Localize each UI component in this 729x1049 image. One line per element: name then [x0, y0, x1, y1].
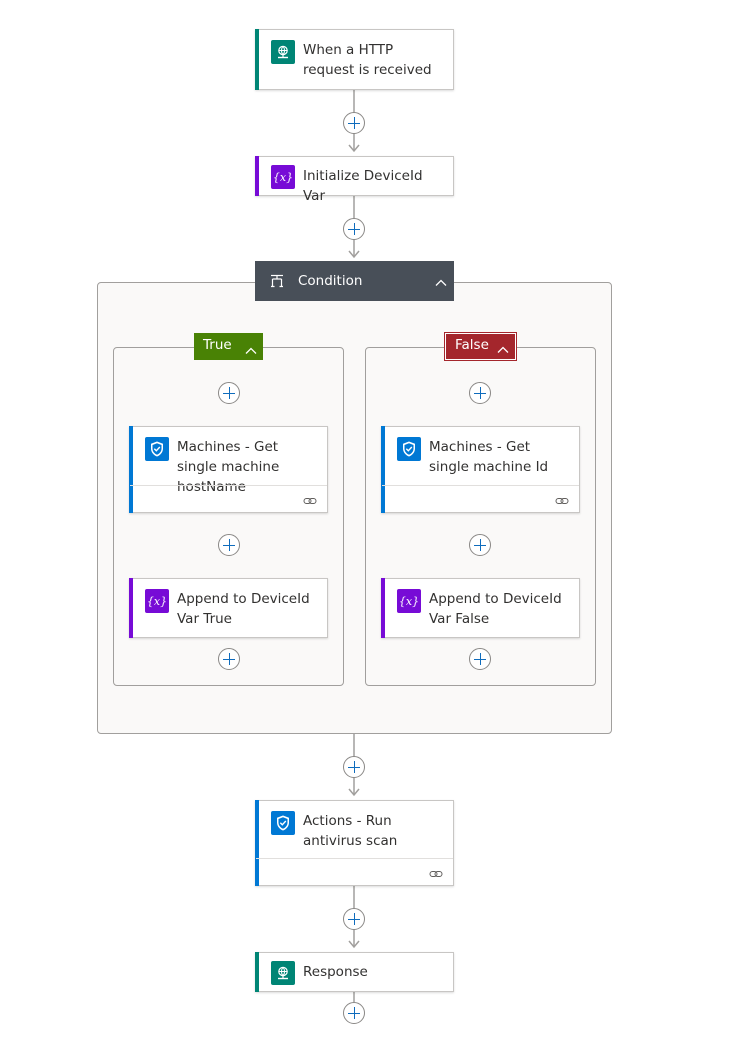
insert-step-button[interactable] [218, 648, 240, 670]
condition-title: Condition [298, 273, 363, 289]
card-accent-bar [255, 952, 259, 992]
branch-label: False [455, 337, 489, 353]
defender-shield-icon [397, 437, 421, 461]
chevron-up-icon[interactable] [496, 340, 510, 363]
http-request-icon [271, 961, 295, 985]
card-accent-bar [255, 156, 259, 196]
insert-step-button[interactable] [218, 382, 240, 404]
condition-icon [269, 273, 285, 293]
card-title: Response [303, 964, 368, 980]
insert-step-button[interactable] [469, 382, 491, 404]
card-title: Machines - Get single machine hostName [177, 439, 280, 495]
action-card-append-true[interactable]: {x} Append to DeviceId Var True [129, 578, 328, 638]
true-branch-tag[interactable]: True [194, 333, 263, 360]
card-title: Machines - Get single machine Id [429, 439, 549, 475]
defender-shield-icon [145, 437, 169, 461]
http-request-icon [271, 40, 295, 64]
chevron-up-icon[interactable] [434, 273, 448, 292]
defender-shield-icon [271, 811, 295, 835]
insert-step-button[interactable] [343, 1002, 365, 1024]
insert-step-button[interactable] [343, 756, 365, 778]
card-accent-bar [129, 426, 133, 513]
action-card-initialize-variable[interactable]: {x} Initialize DeviceId Var [255, 156, 454, 204]
insert-step-button[interactable] [218, 534, 240, 556]
card-title: Actions - Run antivirus scan [303, 813, 398, 849]
card-accent-bar [381, 578, 385, 638]
variable-icon: {x} [271, 165, 295, 189]
insert-step-button[interactable] [343, 908, 365, 930]
insert-step-button[interactable] [343, 112, 365, 134]
trigger-card-http-request[interactable]: When a HTTP request is received [255, 29, 454, 90]
branch-label: True [203, 337, 232, 353]
false-branch-tag[interactable]: False [444, 332, 517, 363]
insert-step-button[interactable] [343, 218, 365, 240]
card-accent-bar [129, 578, 133, 638]
card-title: When a HTTP request is received [303, 42, 432, 78]
card-accent-bar [255, 800, 259, 886]
action-card-response[interactable]: Response [255, 952, 454, 992]
card-footer [130, 485, 327, 512]
card-footer [382, 485, 579, 512]
connection-link-icon[interactable] [429, 865, 443, 877]
connection-link-icon[interactable] [555, 492, 569, 504]
variable-icon: {x} [397, 589, 421, 613]
variable-icon: {x} [145, 589, 169, 613]
insert-step-button[interactable] [469, 648, 491, 670]
card-footer [256, 858, 453, 885]
card-title: Append to DeviceId Var True [177, 591, 310, 627]
card-title: Initialize DeviceId Var [303, 168, 423, 204]
action-card-get-machine-hostname[interactable]: Machines - Get single machine hostName [129, 426, 328, 513]
condition-header[interactable]: Condition [255, 261, 454, 301]
connection-link-icon[interactable] [303, 492, 317, 504]
card-title: Append to DeviceId Var False [429, 591, 562, 627]
chevron-up-icon[interactable] [244, 340, 258, 365]
card-accent-bar [255, 29, 259, 90]
card-accent-bar [381, 426, 385, 513]
action-card-run-antivirus-scan[interactable]: Actions - Run antivirus scan [255, 800, 454, 886]
action-card-append-false[interactable]: {x} Append to DeviceId Var False [381, 578, 580, 638]
insert-step-button[interactable] [469, 534, 491, 556]
action-card-get-machine-id[interactable]: Machines - Get single machine Id [381, 426, 580, 513]
